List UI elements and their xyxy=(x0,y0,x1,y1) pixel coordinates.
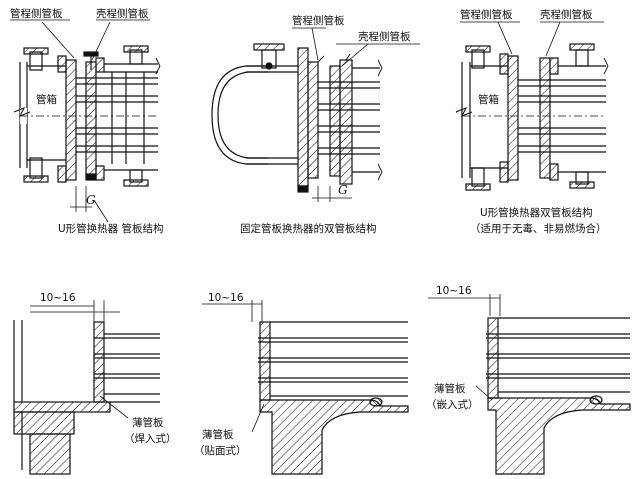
detail-embedded-thin-plate xyxy=(428,294,631,475)
d2-tube-side-plate-label: 管程侧管板 xyxy=(292,14,345,27)
detail-welded-thin-plate xyxy=(13,300,160,475)
d2-shell-side-plate-label: 壳程侧管板 xyxy=(358,30,411,43)
d2-gap-label: G xyxy=(338,183,348,197)
d3-channel-label: 管箱 xyxy=(478,93,499,106)
detail1-label-line2: （焊入式） xyxy=(124,432,177,445)
detail2-dimension: 10~16 xyxy=(208,292,244,304)
d3-caption-line1: U形管换热器双管板结构 xyxy=(480,206,593,219)
diagram-u-tube-double-plate-nontoxic xyxy=(455,21,609,191)
d2-caption: 固定管板换热器的双管板结构 xyxy=(240,222,377,235)
detail2-label-line2: （贴面式） xyxy=(194,444,247,457)
detail1-dimension: 10~16 xyxy=(40,292,76,304)
detail3-label-line1: 薄管板 xyxy=(434,382,466,395)
diagram-u-tube-double-plate xyxy=(10,19,161,223)
d3-caption-line2: （适用于无毒、非易燃场合） xyxy=(470,222,607,235)
d1-tube-side-plate-label: 管程侧管板 xyxy=(10,7,63,20)
d1-caption: U形管换热器 管板结构 xyxy=(58,222,164,235)
d1-channel-label: 管箱 xyxy=(36,93,57,106)
d1-shell-side-plate-label: 壳程侧管板 xyxy=(96,7,149,20)
d1-gap-label: G xyxy=(86,193,96,207)
detail3-dimension: 10~16 xyxy=(436,285,472,297)
detail-facing-thin-plate xyxy=(202,300,409,475)
detail2-label-line1: 薄管板 xyxy=(202,428,234,441)
diagram-fixed-tubesheet-double-plate xyxy=(211,27,420,202)
d3-tube-side-plate-label: 管程侧管板 xyxy=(460,8,513,21)
detail3-label-line2: （嵌入式） xyxy=(426,398,479,411)
detail1-label-line1: 薄管板 xyxy=(132,416,164,429)
d3-shell-side-plate-label: 壳程侧管板 xyxy=(540,8,593,21)
